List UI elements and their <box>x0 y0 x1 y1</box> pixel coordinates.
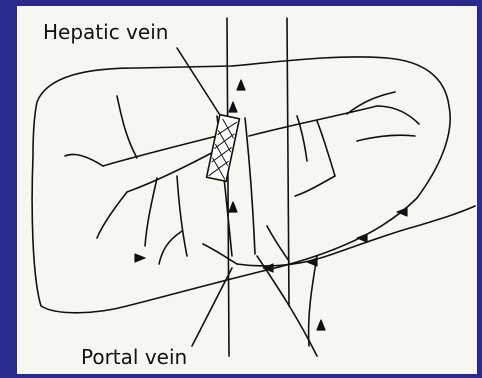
hepatic-vein-label: Hepatic vein <box>43 22 168 42</box>
arrow-right-1 <box>135 254 145 262</box>
arrow-left-3 <box>357 234 367 242</box>
portal-vein-leader <box>192 268 232 346</box>
hepatic-branch-left-8 <box>159 231 182 264</box>
hepatic-branch-right-1 <box>249 106 377 136</box>
hepatic-branch-right-5 <box>295 176 335 196</box>
portal-vein-label: Portal vein <box>81 347 187 367</box>
arrow-up-3 <box>229 202 237 212</box>
arrow-up-2 <box>229 102 237 112</box>
shunt-stent <box>207 115 240 182</box>
hepatic-branch-left-3 <box>117 96 137 158</box>
arrow-up-4 <box>317 320 325 330</box>
liver-outline <box>32 57 450 313</box>
hepatic-branch-right-7 <box>377 106 419 124</box>
hepatic-branch-left-7 <box>65 154 103 166</box>
reference-line-left <box>227 18 229 356</box>
hepatic-branch-left-4 <box>145 178 157 246</box>
hepatic-vein-trunk-2 <box>245 118 255 254</box>
flow-arrows <box>135 80 407 330</box>
hepatic-branch-left-5 <box>97 192 127 238</box>
figure-panel: Hepatic vein Portal vein <box>17 6 477 374</box>
hepatic-branch-left-1 <box>103 136 217 166</box>
hepatic-branch-right-2 <box>317 121 335 176</box>
liver-diagram <box>17 6 477 374</box>
arrow-up-1 <box>237 80 245 90</box>
portal-branch-lower-2 <box>309 256 317 346</box>
portal-branch-upper <box>267 226 289 261</box>
hepatic-branch-left-2 <box>127 148 221 192</box>
hepatic-branch-left-6 <box>177 176 187 256</box>
hepatic-branch-right-4 <box>357 135 415 141</box>
